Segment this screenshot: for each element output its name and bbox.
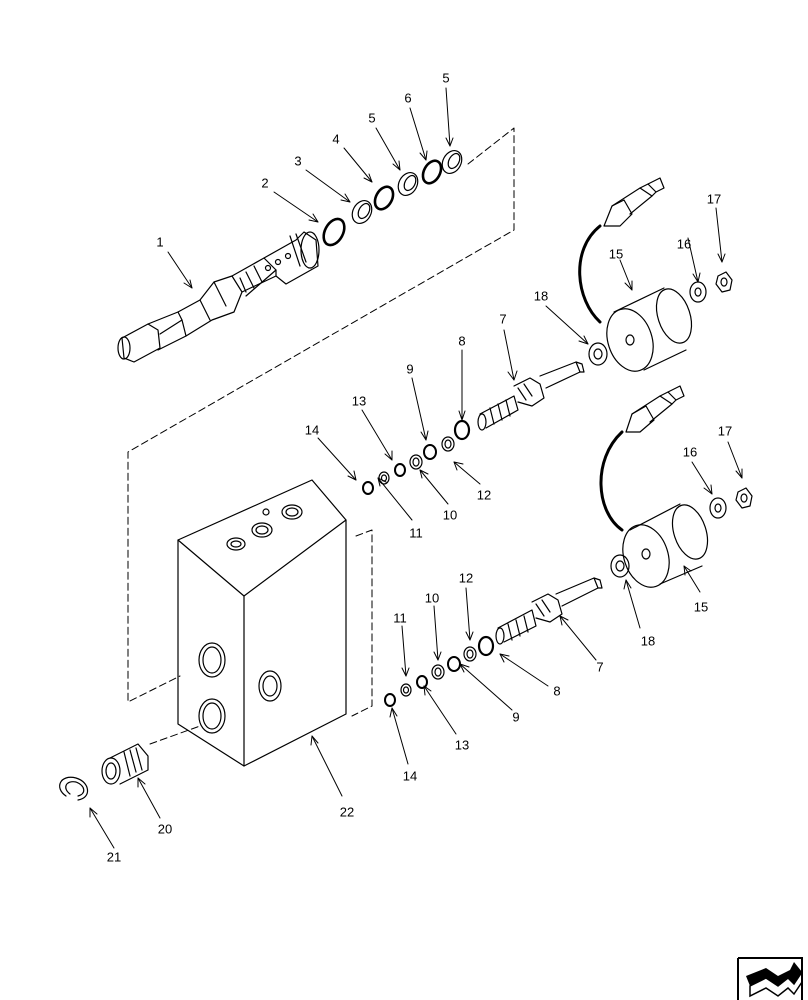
- assembly-dashed-lines: [127, 127, 515, 745]
- part-1-cartridge-valve: [117, 231, 320, 363]
- part-16-washer-upper: [689, 281, 707, 303]
- callout-11: 11: [393, 610, 407, 626]
- leader-lines: [89, 87, 743, 849]
- upper-valve-stem: [477, 361, 585, 431]
- callout-16: 16: [682, 444, 698, 460]
- callout-5: 5: [442, 70, 450, 86]
- callout-5: 5: [368, 110, 376, 126]
- callout-15: 15: [608, 246, 624, 262]
- callout-22: 22: [339, 804, 355, 820]
- part-20-fitting: [101, 743, 149, 785]
- lower-valve-stem: [495, 577, 603, 645]
- part-18-washer-lower: [610, 554, 630, 578]
- callout-20: 20: [157, 821, 173, 837]
- callout-8: 8: [553, 683, 561, 699]
- callout-4: 4: [332, 131, 340, 147]
- callout-3: 3: [294, 153, 302, 169]
- callout-8: 8: [458, 333, 466, 349]
- part-16-washer-lower: [709, 497, 727, 519]
- rings-2-to-6: [322, 149, 463, 247]
- part-21-snap-ring: [59, 776, 89, 801]
- callout-13: 13: [351, 393, 367, 409]
- callout-6: 6: [404, 90, 412, 106]
- callout-14: 14: [402, 768, 418, 784]
- part-22-manifold-block: [177, 479, 347, 767]
- callout-15: 15: [693, 599, 709, 615]
- callout-12: 12: [458, 570, 474, 586]
- callout-1: 1: [156, 234, 164, 250]
- callout-18: 18: [533, 288, 549, 304]
- part-18-washer-upper: [588, 342, 608, 366]
- callout-2: 2: [261, 175, 269, 191]
- callout-13: 13: [454, 737, 470, 753]
- callout-17: 17: [717, 423, 733, 439]
- part-17-nut-lower: [735, 487, 753, 509]
- callout-12: 12: [476, 487, 492, 503]
- lower-small-rings: [384, 635, 495, 707]
- upper-solenoid-coil: [578, 177, 693, 372]
- callout-7: 7: [596, 659, 604, 675]
- callout-7: 7: [499, 311, 507, 327]
- callout-14: 14: [304, 422, 320, 438]
- callout-21: 21: [106, 849, 122, 865]
- callout-9: 9: [512, 709, 520, 725]
- next-page-arrow-icon[interactable]: [736, 956, 804, 1000]
- lower-solenoid-coil: [599, 385, 709, 588]
- callout-10: 10: [424, 590, 440, 606]
- upper-small-rings: [362, 419, 471, 495]
- callout-11: 11: [409, 525, 423, 541]
- callout-17: 17: [706, 191, 722, 207]
- callout-18: 18: [640, 633, 656, 649]
- callout-9: 9: [406, 361, 414, 377]
- callout-10: 10: [442, 507, 458, 523]
- part-17-nut-upper: [715, 271, 733, 293]
- callout-16: 16: [676, 236, 692, 252]
